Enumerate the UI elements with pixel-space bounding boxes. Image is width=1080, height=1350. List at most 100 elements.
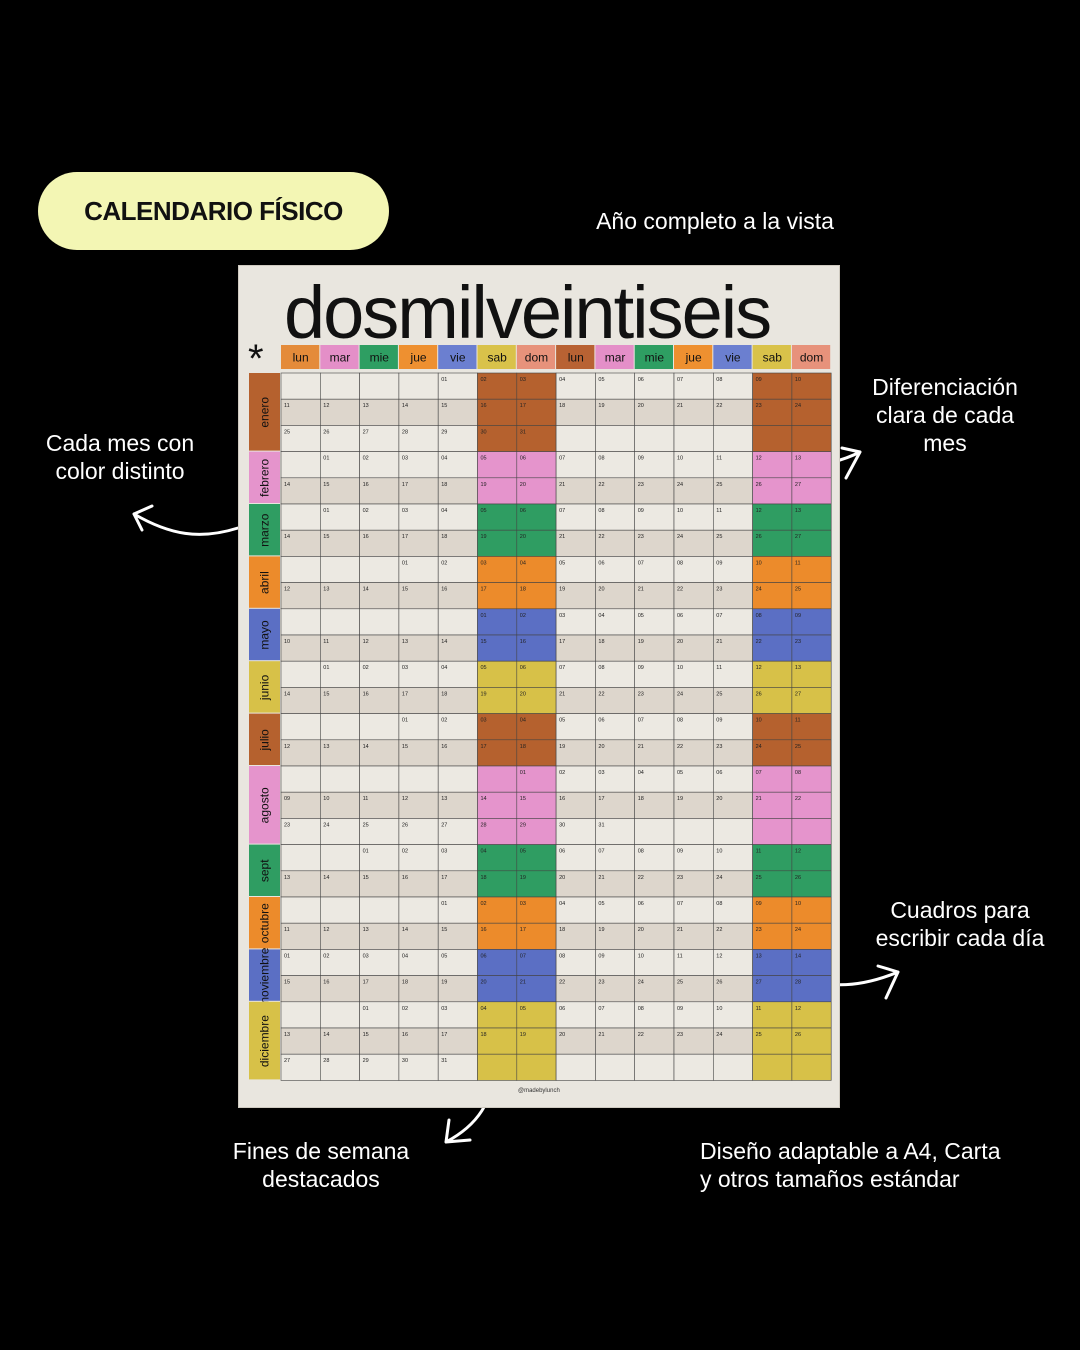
day-number: 22 <box>559 980 565 986</box>
day-number: 06 <box>520 456 526 462</box>
day-number: 01 <box>441 377 447 383</box>
day-number: 15 <box>323 691 329 697</box>
day-cell <box>595 425 635 452</box>
day-number: 22 <box>598 534 604 540</box>
day-cell <box>673 556 714 583</box>
day-cell <box>752 660 793 688</box>
day-cell <box>280 372 321 400</box>
day-cell <box>595 529 635 557</box>
day-cell <box>398 556 439 583</box>
day-number: 29 <box>363 1058 369 1064</box>
badge-calendario-fisico: CALENDARIO FÍSICO <box>38 172 389 250</box>
day-number: 17 <box>481 587 487 593</box>
day-cell <box>555 844 596 872</box>
day-cell <box>280 451 321 479</box>
day-cell <box>634 556 675 583</box>
day-cell <box>477 372 518 400</box>
day-number: 18 <box>598 639 604 645</box>
month-label-band <box>249 661 280 713</box>
day-cell <box>595 1001 635 1029</box>
month-label: mayo <box>258 620 272 650</box>
day-number: 07 <box>559 508 565 514</box>
day-cell <box>712 739 753 767</box>
day-cell <box>280 477 321 505</box>
day-number: 06 <box>598 560 604 566</box>
day-cell <box>752 372 793 400</box>
day-cell <box>712 818 753 845</box>
day-cell <box>398 398 439 426</box>
day-number: 23 <box>716 744 722 750</box>
day-number: 01 <box>402 718 408 724</box>
weekday-header-cell <box>595 345 634 369</box>
day-number: 25 <box>284 429 290 435</box>
day-number: 01 <box>402 560 408 566</box>
day-number: 03 <box>598 770 604 776</box>
day-number: 08 <box>795 770 801 776</box>
day-number: 28 <box>481 822 487 828</box>
day-number: 14 <box>363 587 369 593</box>
day-number: 17 <box>520 927 526 933</box>
weekday-header-cell <box>674 345 713 369</box>
day-number: 04 <box>402 953 408 959</box>
day-number: 25 <box>795 744 801 750</box>
day-cell <box>437 765 478 793</box>
day-cell <box>634 425 675 452</box>
day-cell <box>359 765 400 793</box>
day-number: 01 <box>323 665 329 671</box>
day-cell <box>320 844 360 872</box>
day-cell <box>437 844 478 872</box>
day-number: 08 <box>598 508 604 514</box>
day-number: 20 <box>520 534 526 540</box>
day-number: 25 <box>363 822 369 828</box>
day-cell <box>477 949 518 976</box>
day-number: 08 <box>638 849 644 855</box>
day-number: 15 <box>402 587 408 593</box>
day-number: 10 <box>795 377 801 383</box>
day-number: 14 <box>795 953 801 959</box>
day-cell <box>280 844 321 872</box>
day-cell <box>595 975 635 1003</box>
day-cell <box>791 949 832 976</box>
day-number: 11 <box>756 849 762 855</box>
day-number: 02 <box>441 560 447 566</box>
day-number: 02 <box>481 377 487 383</box>
day-number: 12 <box>795 1006 801 1012</box>
day-cell <box>555 818 596 845</box>
poster-title: dosmilveintiseis <box>284 271 772 354</box>
weekday-label: sab <box>763 351 783 365</box>
day-number: 06 <box>638 901 644 907</box>
day-number: 30 <box>559 822 565 828</box>
day-cell <box>477 791 518 819</box>
day-number: 10 <box>795 901 801 907</box>
day-number: 21 <box>716 639 722 645</box>
day-number: 12 <box>402 796 408 802</box>
day-cell <box>398 765 439 793</box>
day-number: 22 <box>716 927 722 933</box>
day-number: 06 <box>481 953 487 959</box>
day-number: 17 <box>441 1032 447 1038</box>
day-cell <box>516 425 557 452</box>
day-cell <box>477 634 518 662</box>
day-cell <box>437 818 478 845</box>
day-cell <box>280 975 321 1003</box>
day-number: 22 <box>677 744 683 750</box>
day-number: 24 <box>716 1032 722 1038</box>
month-label: noviembre <box>258 947 272 1003</box>
day-number: 21 <box>677 403 683 409</box>
day-cell <box>359 818 400 845</box>
day-number: 16 <box>520 639 526 645</box>
weekday-label: sab <box>487 351 507 365</box>
day-cell <box>359 975 400 1003</box>
day-number: 22 <box>795 796 801 802</box>
day-number: 14 <box>323 875 329 881</box>
day-number: 10 <box>716 1006 722 1012</box>
day-number: 04 <box>441 665 447 671</box>
day-number: 17 <box>598 796 604 802</box>
day-number: 26 <box>756 482 762 488</box>
day-number: 05 <box>520 1006 526 1012</box>
day-cell <box>320 425 360 452</box>
day-number: 05 <box>598 901 604 907</box>
day-cell <box>673 1053 714 1081</box>
day-number: 18 <box>402 980 408 986</box>
weekday-label: mie <box>370 351 390 365</box>
